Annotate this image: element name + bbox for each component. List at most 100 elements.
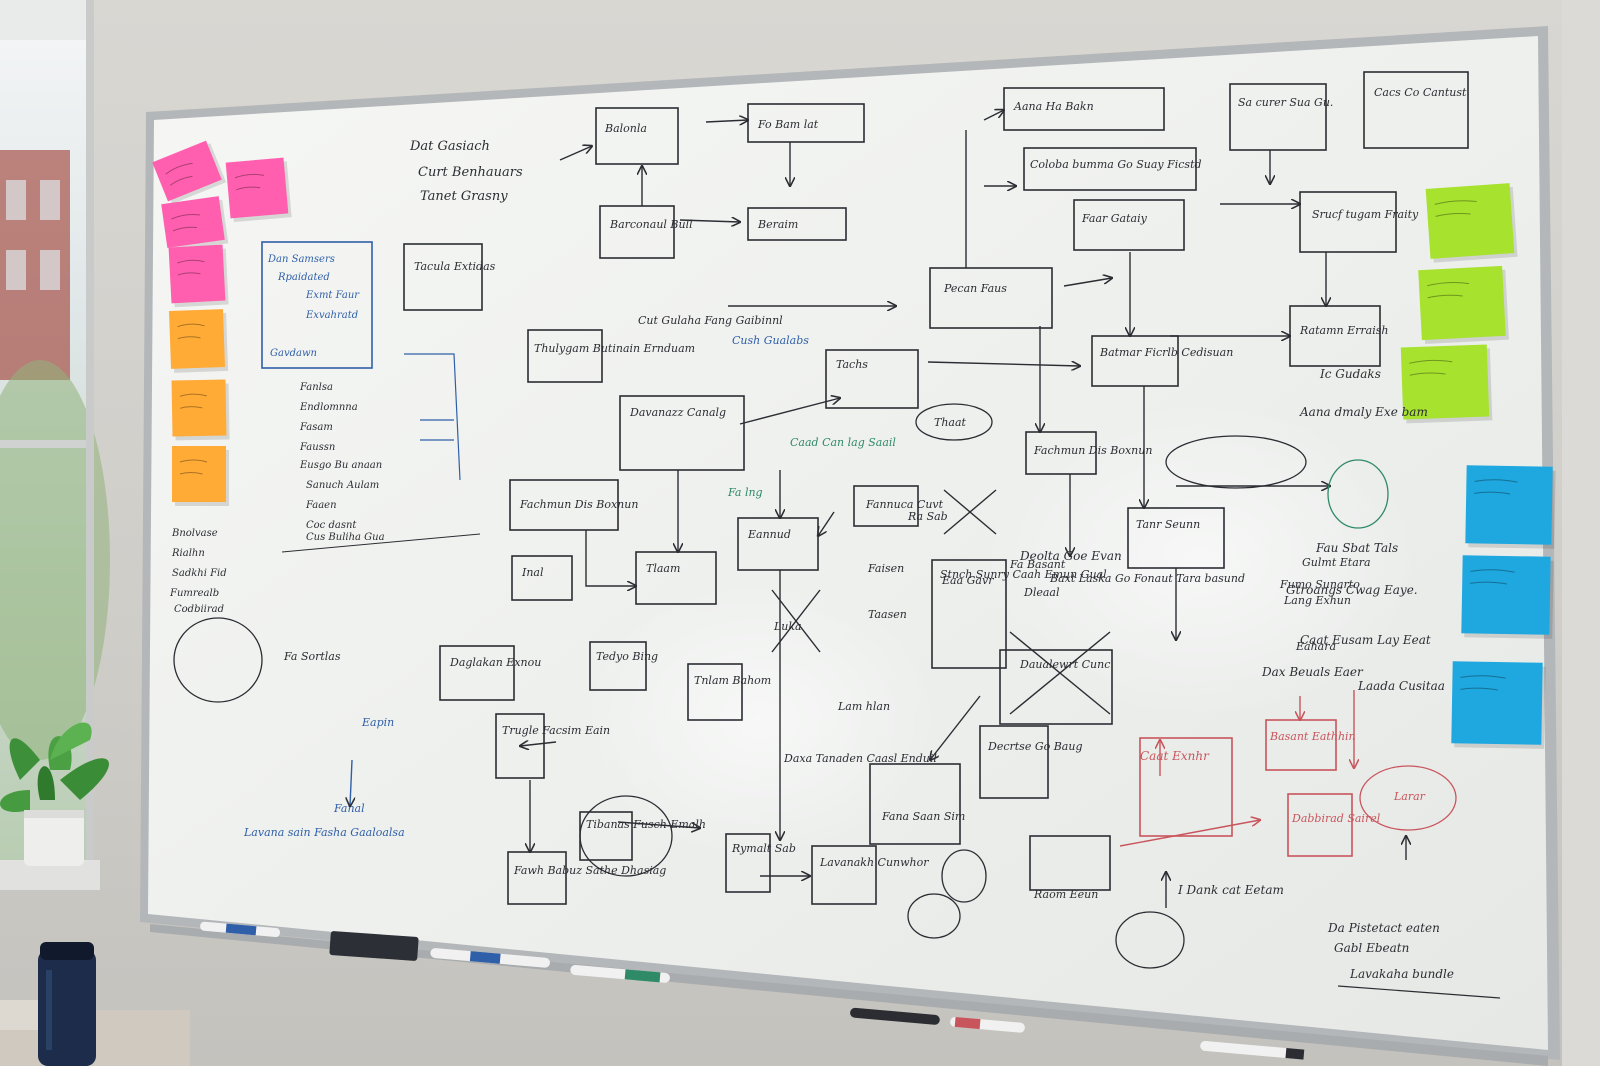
handwritten-text: Balonla [604, 122, 647, 135]
handwritten-text: Thulygam Butinain Ernduam [534, 342, 695, 355]
sticky-note [1451, 661, 1546, 749]
diagram-box [589, 641, 647, 691]
diagram-box [929, 267, 1053, 329]
sticky-note [152, 140, 227, 204]
handwritten-text: Lang Exhun [1283, 594, 1351, 607]
connector [818, 511, 835, 536]
connector [585, 530, 636, 586]
diagram-box [869, 763, 961, 845]
handwritten-text: Faisen [867, 562, 904, 575]
diagram-box [725, 833, 771, 893]
connector [520, 742, 557, 746]
connector [679, 220, 740, 222]
handwritten-text: Cus Buliha Gua [306, 532, 385, 543]
diagram-box [495, 713, 545, 779]
handwritten-text: Inal [521, 566, 544, 579]
marker [570, 964, 670, 983]
handwritten-text: Fa Basant [1009, 558, 1066, 571]
handwritten-text: Daxa Tanaden Caasl Enduil [783, 752, 937, 765]
handwritten-text: Endlomnna [299, 402, 358, 413]
handwritten-text: Fa Sortlas [283, 650, 341, 663]
handwritten-text: Faar Gataiy [1081, 212, 1148, 225]
diagram-box [1299, 191, 1397, 253]
marker [950, 1016, 1025, 1033]
handwritten-text: Eaa Gavr [941, 574, 994, 587]
circle-mark [907, 893, 961, 939]
sticky-note [1465, 465, 1556, 549]
handwritten-text: Dat Gasiach [409, 139, 490, 154]
diagram-box [509, 479, 619, 531]
wall-edge [1562, 0, 1600, 1066]
cross-out [1009, 631, 1111, 715]
circle-mark [1359, 765, 1457, 831]
window [0, 0, 110, 890]
handwritten-text: Coloba bumma Go Suay Ficstd [1030, 158, 1202, 171]
handwritten-text: Cacs Co Cantust [1374, 86, 1467, 99]
handwritten-text: Da Pistetact eaten [1327, 921, 1440, 935]
diagram-box [1073, 199, 1185, 251]
handwritten-text: Dleaal [1023, 586, 1060, 599]
handwritten-text: Fa lng [727, 486, 763, 499]
diagram-box [1139, 737, 1233, 837]
handwritten-text: Dan Samsers [267, 254, 335, 265]
handwritten-text: Rialhn [171, 548, 205, 559]
connector [1063, 278, 1112, 287]
handwritten-text: Fana Saan Sim [881, 810, 965, 823]
handwritten-text: Tedyo Bing [596, 650, 658, 663]
diagram-box [507, 851, 567, 905]
handwritten-text: Aana Ha Bakn [1013, 100, 1094, 113]
diagram-box [1287, 793, 1353, 857]
diagram-box [853, 485, 919, 527]
diagram-box [931, 559, 1007, 669]
handwritten-text: Cush Gualabs [732, 334, 809, 347]
handwritten-text: Ic Gudaks [1319, 367, 1381, 381]
handwritten-text: Tanet Grasny [420, 189, 508, 204]
sticky-note [1418, 265, 1509, 344]
sticky-note [1425, 183, 1518, 263]
handwritten-text: Lavana sain Fasha Gaaloalsa [243, 826, 405, 839]
handwritten-text: Basant Eathhin [1269, 730, 1356, 743]
sticky-note [161, 196, 229, 252]
bracket [404, 353, 461, 481]
handwritten-text: Batmar Ficrlb Cedisuan [1099, 346, 1233, 359]
handwritten-text: Dabbirad Sairel [1291, 812, 1381, 825]
handwritten-text: Bnolvase [171, 528, 218, 539]
handwritten-text: Sadkhi Fid [172, 568, 227, 579]
diagram-box [599, 205, 675, 259]
handwritten-text: Sanuch Aulam [306, 480, 379, 491]
sticky-note [1400, 344, 1493, 424]
handwritten-text: Caad Can lag Saail [790, 436, 896, 449]
handwritten-text: Fumo Sunarto [1279, 578, 1360, 591]
sticky-note [1461, 555, 1554, 639]
diagram-box [747, 207, 847, 241]
sticky-note [225, 157, 292, 223]
handwritten-text: Fanlsa [299, 382, 333, 393]
handwritten-text: Coc dasnt [306, 520, 357, 531]
handwritten-text: Eahara [1295, 640, 1336, 653]
diagram-box [1023, 147, 1197, 191]
sticky-note [168, 244, 229, 308]
diagram-box [1025, 431, 1097, 475]
handwritten-text: Fau Sbat Tals [1315, 541, 1398, 555]
handwritten-text: Aana dmaly Exe bam [1299, 405, 1428, 419]
handwritten-text: Ra Sab [907, 510, 948, 523]
handwritten-text: Barconaul Bull [609, 218, 693, 231]
handwritten-text: Ratamn Erraish [1299, 324, 1388, 337]
handwritten-text: Fo Bam lat [757, 118, 819, 131]
circle-mark [915, 403, 993, 441]
circle-mark [1327, 459, 1389, 529]
handwritten-text: Dax Beuals Eaer [1261, 665, 1364, 679]
diagram-box [595, 107, 679, 165]
diagram-box [511, 555, 573, 601]
handwritten-text: Laada Cusitaa [1357, 679, 1445, 693]
handwritten-text: Tanr Seunn [1136, 518, 1200, 531]
handwritten-text: Faaen [305, 500, 337, 511]
connector [927, 362, 1080, 366]
underline [1337, 985, 1501, 999]
circle-mark [941, 849, 987, 903]
connector [930, 695, 981, 760]
eraser [329, 931, 419, 961]
cross-out [943, 489, 997, 535]
whiteboard [140, 26, 1560, 1060]
circle-mark [173, 617, 263, 703]
